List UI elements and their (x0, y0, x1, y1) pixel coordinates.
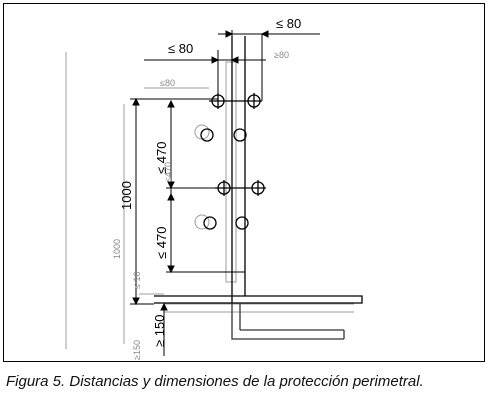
bolt-holes (200, 93, 266, 230)
label-upper-470-faint: ≤470 (163, 162, 173, 182)
bolt-hole (233, 128, 247, 142)
label-bottom-150: ≥ 150 (152, 315, 167, 347)
dimension-top-right (218, 30, 320, 101)
figure-frame: ≤ 80 ≥80 ≤ 80 ≤80 1000 1000 ≤ 4 (3, 3, 485, 362)
dimension-bottom-150 (160, 302, 168, 356)
label-lower-470-faint: ≤ 10 (132, 272, 142, 289)
label-top-left: ≤ 80 (168, 41, 193, 56)
dimension-drawing: ≤ 80 ≥80 ≤ 80 ≤80 1000 1000 ≤ 4 (65, 16, 363, 360)
dimension-top-left (144, 50, 266, 101)
bolt-hole (200, 128, 214, 142)
dimension-upper-470 (166, 99, 224, 190)
bolt-hole (235, 216, 249, 230)
base-plate (154, 282, 363, 340)
dimension-height-1000 (130, 97, 218, 306)
label-height-1000: 1000 (119, 181, 134, 210)
label-lower-470: ≤ 470 (154, 227, 169, 259)
figure-caption: Figura 5. Distancias y dimensiones de la… (6, 373, 424, 390)
ghost-drawing (65, 52, 354, 349)
label-top-right: ≤ 80 (276, 16, 301, 31)
label-height-1000-faint: 1000 (112, 239, 122, 259)
label-left-small-faint: ≤80 (160, 78, 175, 88)
vertical-post (231, 36, 246, 304)
bolt-hole (203, 216, 217, 230)
label-bottom-150-faint: ≥150 (132, 340, 142, 360)
dimension-lower-470 (166, 188, 245, 274)
label-top-right-faint: ≥80 (274, 50, 289, 60)
label-upper-470: ≤ 470 (154, 142, 169, 174)
